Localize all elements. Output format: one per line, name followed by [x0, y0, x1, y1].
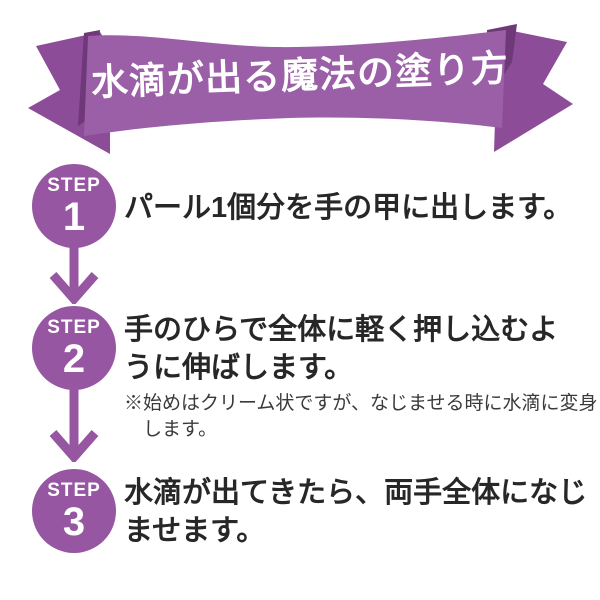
- step-3-badge: STEP 3: [32, 469, 116, 553]
- step-3-label: STEP: [47, 479, 101, 501]
- ribbon-band: [84, 30, 506, 136]
- step-1-line-1: パール1個分を手の甲に出します。: [124, 192, 573, 224]
- step-3-text: 水滴が出てきたら、両手全体になじ ませます。: [124, 474, 588, 550]
- title-ribbon: [28, 24, 573, 154]
- step-2-text: 手のひらで全体に軽く押し込むよ うに伸ばします。: [124, 311, 580, 387]
- step-2-note-line-1: ※始めはクリーム状ですが、なじませる時に水滴に変身: [124, 393, 598, 414]
- arrow-down-icon: [49, 246, 99, 304]
- step-2-line-1: 手のひらで全体に軽く押し込むよ: [124, 314, 559, 346]
- ribbon-right-tail: [494, 28, 573, 152]
- step-1-number: 1: [62, 194, 86, 239]
- step-2-badge: STEP 2: [32, 306, 116, 390]
- step-2-note-line-2: します。: [143, 419, 218, 440]
- arrow-down-icon: [49, 388, 99, 462]
- step-2-line-2: うに伸ばします。: [124, 352, 354, 384]
- step-3-line-1: 水滴が出てきたら、両手全体になじ: [124, 477, 588, 509]
- step-3-line-2: ませます。: [124, 515, 266, 547]
- step-2-label: STEP: [47, 316, 101, 338]
- step-2-note: ※始めはクリーム状ですが、なじませる時に水滴に変身 します。: [124, 391, 598, 443]
- step-2-number: 2: [62, 336, 86, 381]
- step-1-label: STEP: [47, 174, 101, 196]
- step-3-number: 3: [62, 499, 86, 544]
- step-1-badge: STEP 1: [32, 164, 116, 248]
- step-1-text: パール1個分を手の甲に出します。: [124, 189, 580, 227]
